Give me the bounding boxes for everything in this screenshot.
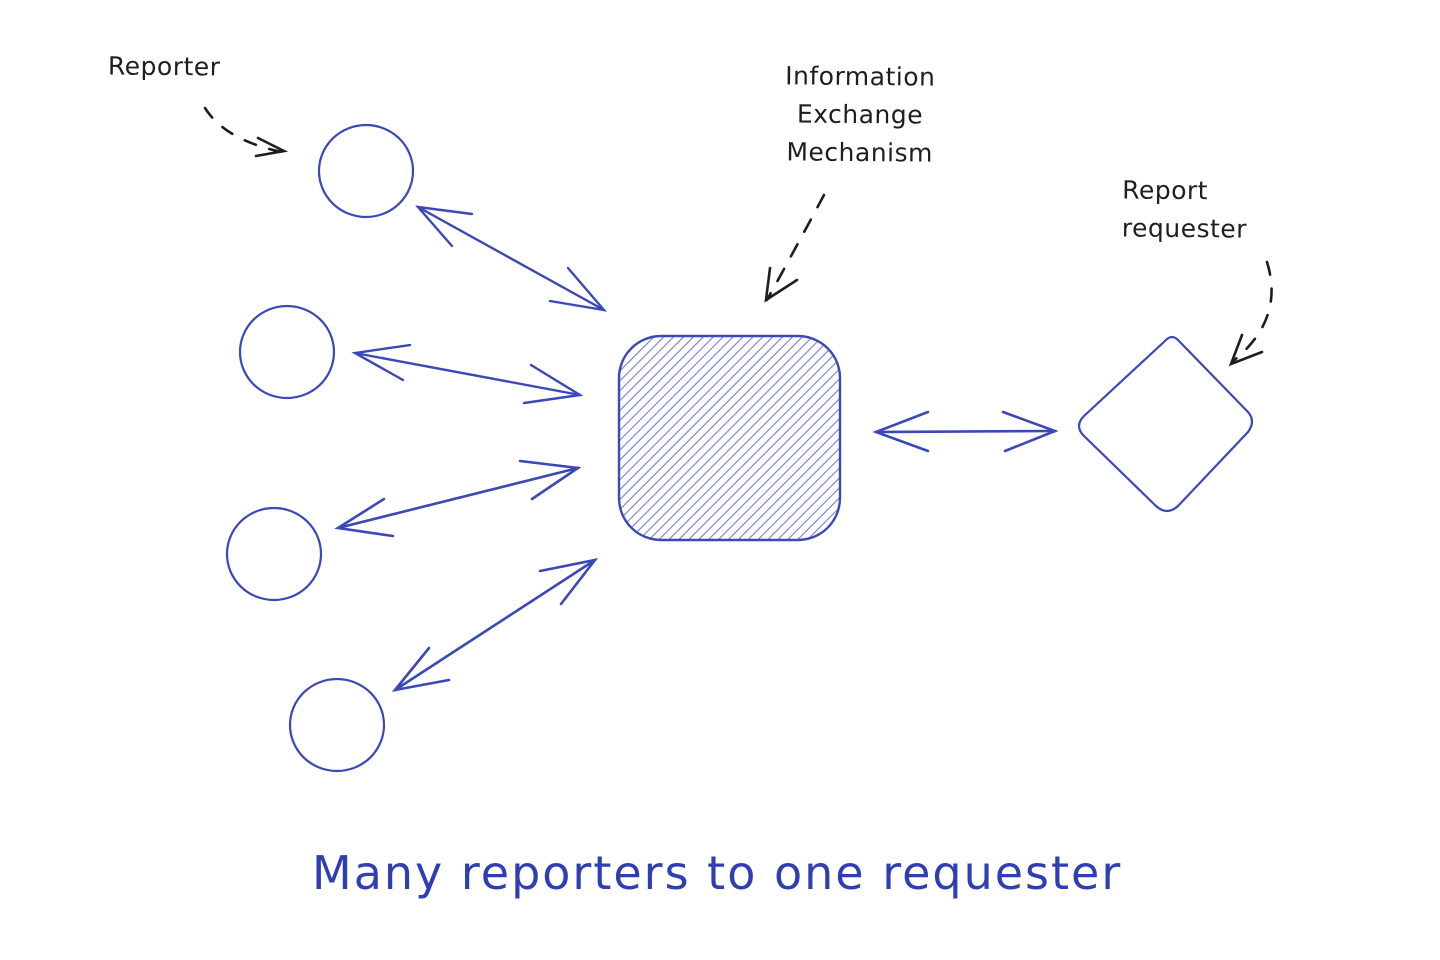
reporter-node-3 <box>225 506 323 602</box>
report-requester-label-line-2: requester <box>1121 213 1248 244</box>
annotation-arrow-requester <box>1228 260 1273 367</box>
exchange-mechanism-node <box>617 334 842 542</box>
exchange-mechanism-label: Information Exchange Mechanism <box>760 57 961 173</box>
edge-reporter-4-exchange <box>391 558 599 692</box>
exchange-mechanism-label-line-1: Information <box>785 61 936 92</box>
edge-reporter-3-exchange <box>334 459 582 538</box>
annotation-arrow-exchange <box>764 193 826 303</box>
exchange-mechanism-label-line-2: Exchange <box>796 99 924 130</box>
annotation-arrow-reporter <box>203 106 289 158</box>
edge-reporter-2-exchange <box>351 343 584 405</box>
exchange-mechanism-label-line-3: Mechanism <box>786 137 934 168</box>
reporter-node-1 <box>317 123 415 219</box>
reporter-label: Reporter <box>108 48 221 87</box>
report-requester-label-line-1: Report <box>1122 175 1209 206</box>
report-requester-node <box>1077 335 1254 513</box>
edge-exchange-requester <box>872 410 1059 453</box>
edge-reporter-1-exchange <box>415 205 608 312</box>
report-requester-label: Report requester <box>1122 171 1248 248</box>
diagram-caption: Many reporters to one requester <box>312 846 1123 900</box>
reporter-label-line: Reporter <box>107 51 221 82</box>
reporter-node-2 <box>238 304 336 400</box>
reporter-node-4 <box>288 677 386 773</box>
